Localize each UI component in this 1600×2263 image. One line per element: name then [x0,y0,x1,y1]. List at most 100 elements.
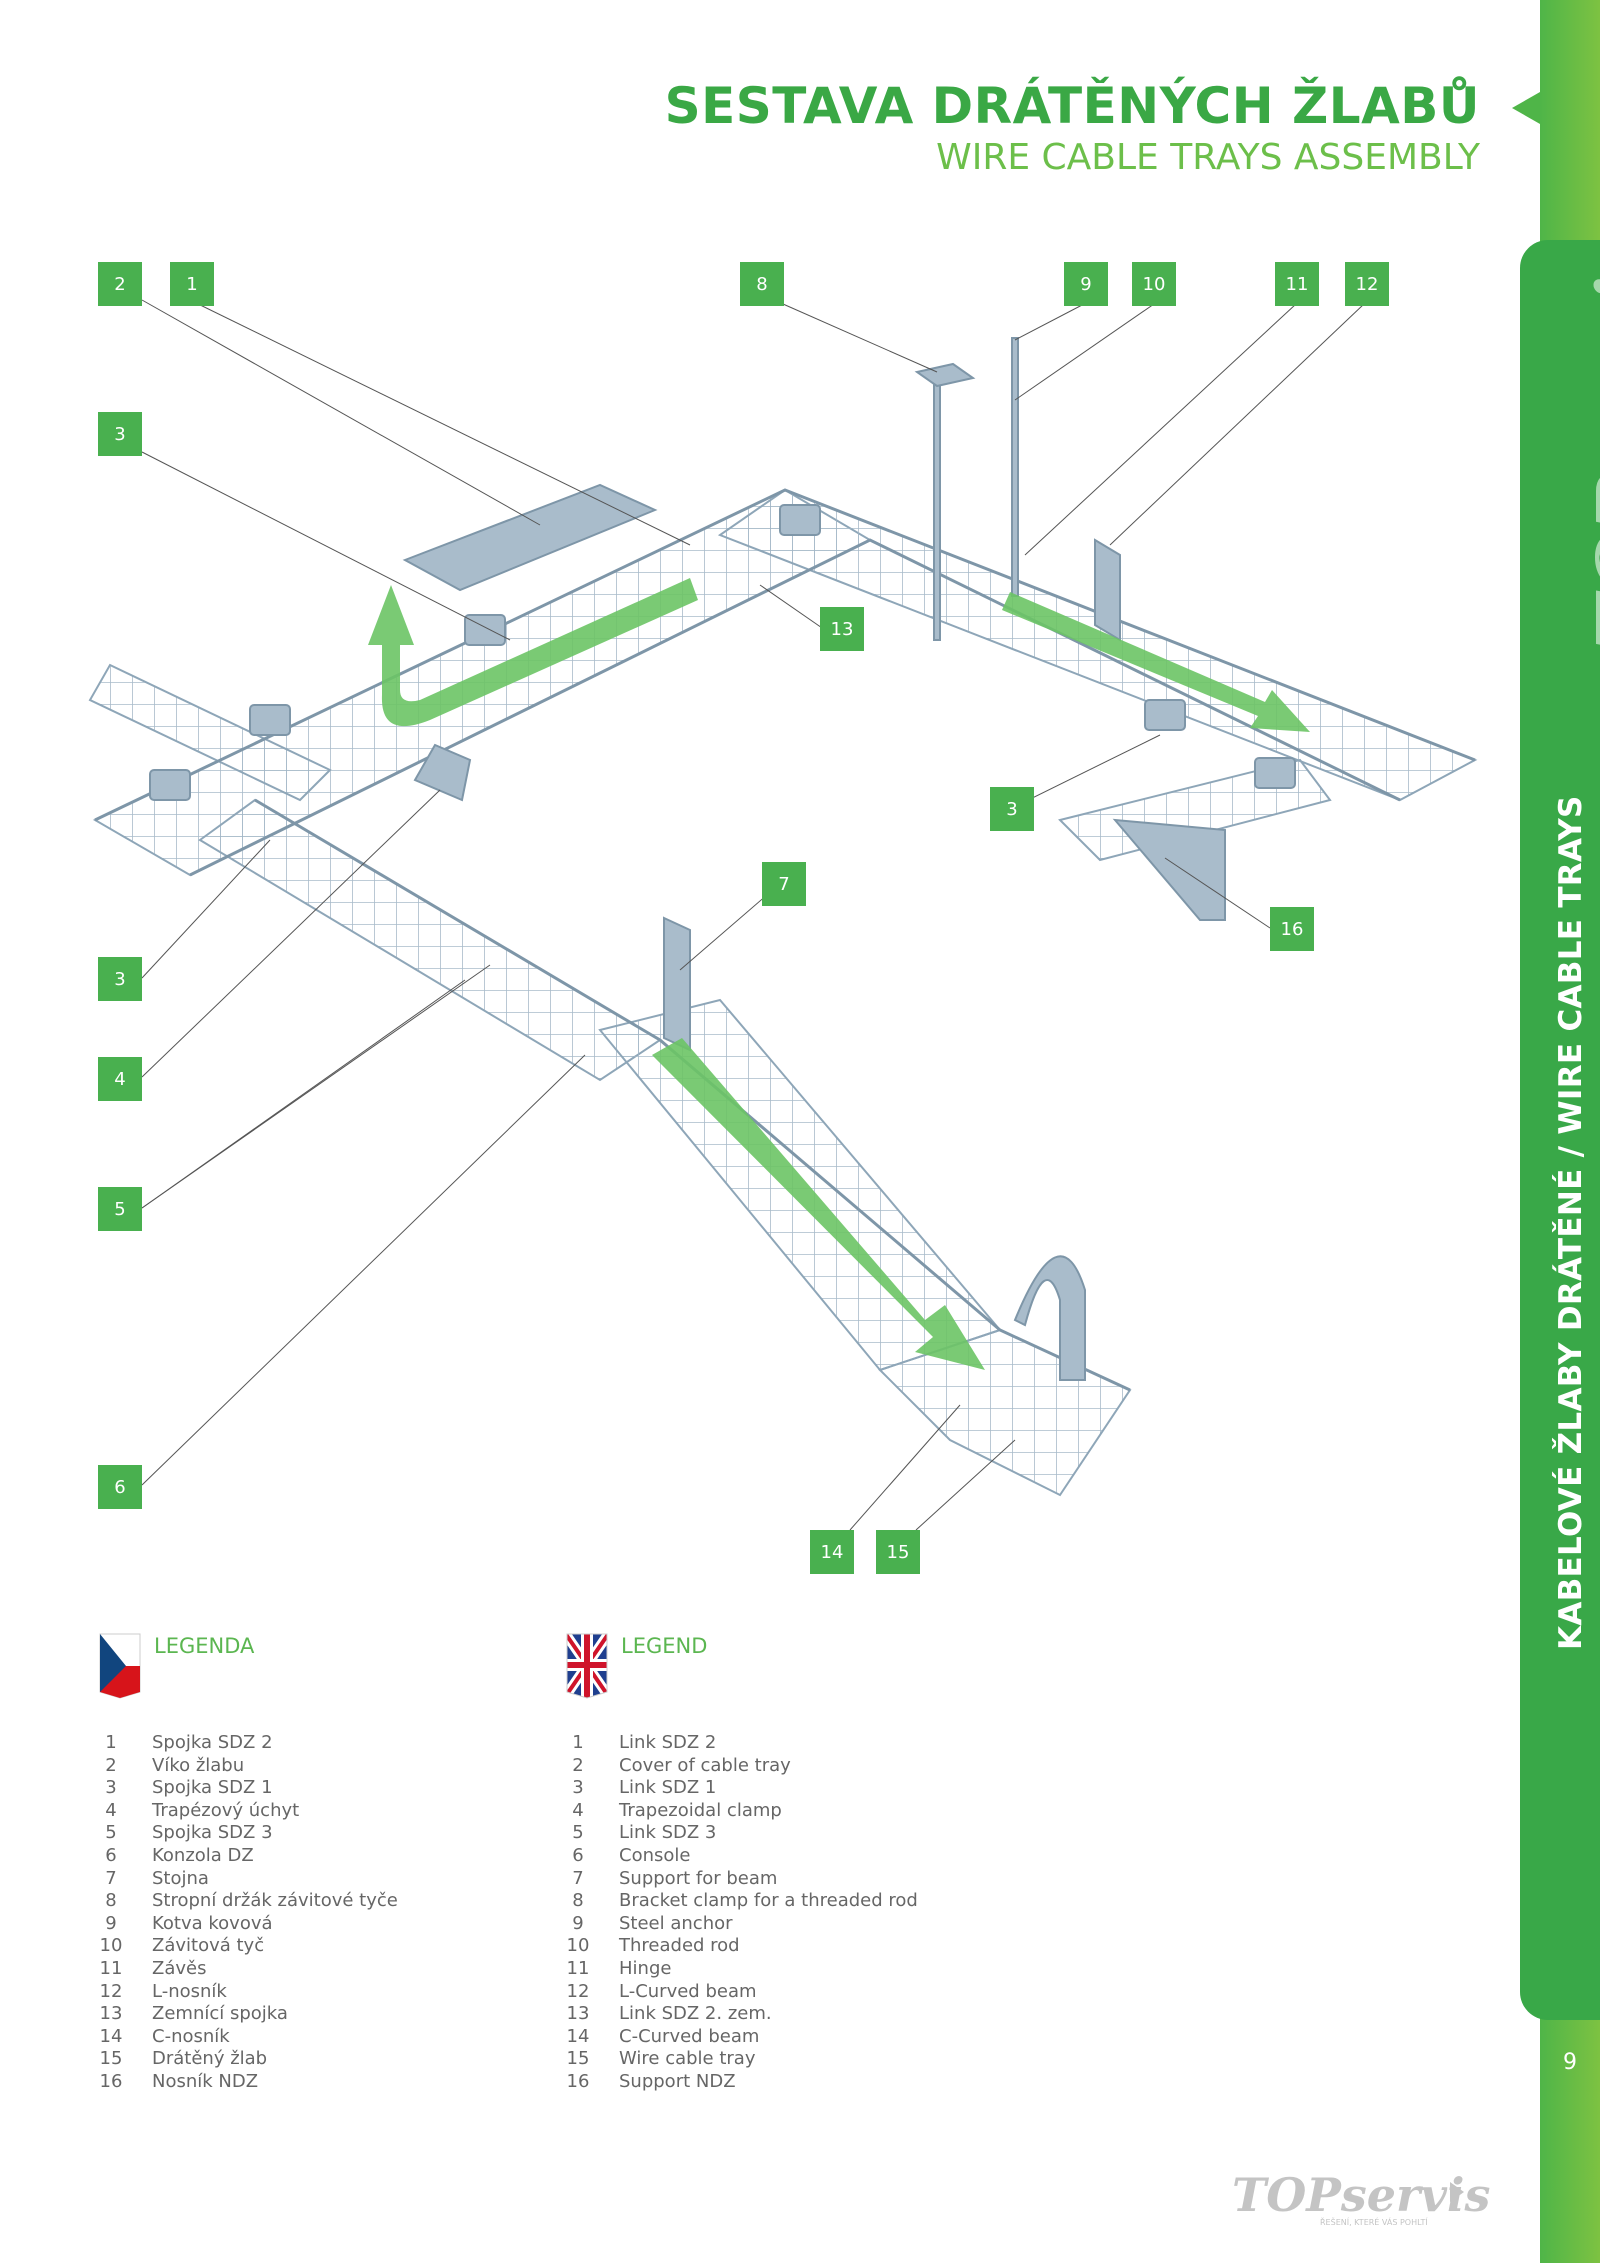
flow-arrow-right [1002,592,1310,732]
legend-num: 1 [105,1732,117,1753]
callout-label: 3 [990,787,1034,831]
link-plate-c [149,769,191,801]
callout-label: 9 [1064,262,1108,306]
legend-num: 12 [566,1980,590,2002]
legend-num: 11 [566,1957,590,1979]
legend-label: C-nosník [152,2025,230,2047]
assembly-illustration [88,299,1478,1531]
legend-label: Hinge [619,1957,672,1979]
legend-label: Wire cable tray [619,2048,756,2070]
link-plate-b [249,704,291,736]
legend-label: Nosník NDZ [152,2070,259,2092]
callout-label: 11 [1275,262,1319,306]
legend-label: Spojka SDZ 2 [152,1732,273,1753]
callout-label: 2 [98,262,142,306]
legend-label: Konzola DZ [152,1844,254,1866]
legend-en-title: LEGEND [621,1634,708,1658]
legend-en-header: LEGEND [563,1630,918,1710]
legend-label: Spojka SDZ 1 [152,1777,273,1799]
legend-label: Stropní držák závitové tyče [152,1890,398,1912]
footer-logo: TOPservis [1232,2168,1491,2222]
legend-num: 14 [99,2025,123,2047]
legend-num: 16 [566,2070,590,2092]
legend-num: 4 [572,1799,584,1821]
page-number: 9 [1563,2050,1577,2075]
legend-num: 2 [105,1754,117,1776]
page-title: SESTAVA DRÁTĚNÝCH ŽLABŮ WIRE CABLE TRAYS… [665,76,1480,180]
tray-left-lower [198,798,662,1082]
callout-label: 15 [876,1530,920,1574]
legend-label: Drátěný žlab [152,2048,268,2070]
legend-label: Závitová tyč [152,1935,265,1957]
legend-label: Link SDZ 2. zem. [619,2003,772,2025]
tray-cover [402,483,658,592]
callout-label: 1 [170,262,214,306]
legend-num: 13 [99,2003,123,2025]
support-beam [663,916,691,1052]
side-logo: TOPservis [1582,234,1600,650]
callout-label: 8 [740,262,784,306]
legend-label: Support for beam [619,1867,778,1889]
link-plate-d [779,504,821,536]
flow-arrow-left [368,578,698,727]
legend-cz-row: 6 Konzola DZ [96,1845,398,1868]
legend-en-row: 11 Hinge [563,1958,918,1981]
legend-label: Trapézový úchyt [152,1799,300,1821]
legend-label: L-Curved beam [619,1980,757,2002]
legend-cz-row: 3 Spojka SDZ 1 [96,1777,398,1800]
c-beam [1013,1255,1086,1381]
legend-label: Support NDZ [619,2070,736,2092]
callout-label: 4 [98,1057,142,1101]
callout-label: 5 [98,1187,142,1231]
callout-label: 12 [1345,262,1389,306]
callout-label: 3 [98,412,142,456]
legend-label: Threaded rod [619,1935,740,1957]
legend-num: 6 [572,1844,584,1866]
side-vertical-title: KABELOVÉ ŽLABY DRÁTĚNÉ / WIRE CABLE TRAY… [1553,795,1589,1650]
legend-cz-header: LEGENDA [96,1630,398,1710]
uk-flag-icon [566,1633,608,1699]
legend-num: 15 [566,2048,590,2070]
leader-lines [141,299,1365,1531]
legend-num: 12 [99,1980,123,2002]
legend-num: 3 [572,1777,584,1799]
legend-num: 3 [105,1777,117,1799]
callout-label: 14 [810,1530,854,1574]
link-plate-a [464,614,506,646]
legend-num: 9 [572,1912,584,1934]
legend-cz-title: LEGENDA [154,1634,255,1658]
legend-num: 10 [99,1935,123,1957]
legend-num: 7 [105,1867,117,1889]
legend-num: 6 [105,1844,117,1866]
legend-num: 4 [105,1799,117,1821]
legend-label: Steel anchor [619,1912,733,1934]
link-plate-e [1144,699,1186,731]
flow-arrow-descent [652,1038,985,1370]
legend-en-row: 15 Wire cable tray [563,2048,918,2071]
legend-en-row: 12 L-Curved beam [563,1981,918,2004]
legend-label: Spojka SDZ 3 [152,1822,273,1844]
cable-tray-network [88,488,1478,1497]
legend-cz-row: 14 C-nosník [96,2026,398,2049]
legend-label: Kotva kovová [152,1912,273,1934]
title-main: SESTAVA DRÁTĚNÝCH ŽLABŮ [664,77,1480,135]
czech-flag-icon [99,1633,141,1699]
legend-label: Zemnící spojka [152,2003,288,2025]
legend-label: Trapezoidal clamp [619,1799,782,1821]
legend-num: 5 [572,1822,584,1844]
callout-label: 6 [98,1465,142,1509]
